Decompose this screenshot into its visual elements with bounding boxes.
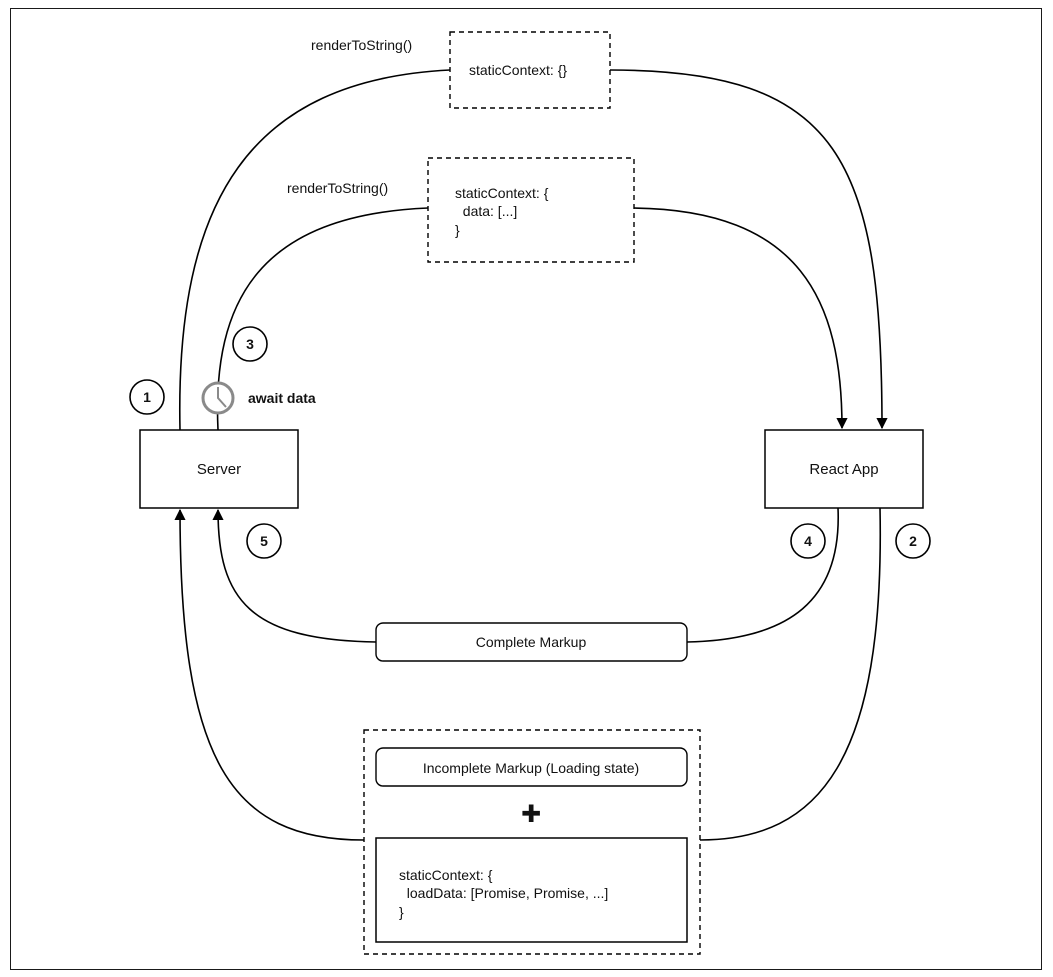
context-load-line-1: staticContext: { [399,867,493,883]
step-marker-3: 3 [232,326,268,362]
edge-server-to-data-context [216,207,429,431]
context-load-line-2: loadData: [Promise, Promise, ...] [399,885,608,901]
context-load-line-3: } [399,904,404,920]
edge-react-app-to-incomplete-bundle [699,507,882,841]
context-data-box: staticContext: { data: [...] } [427,157,635,263]
svg-text:3: 3 [246,336,254,352]
context-empty-box: staticContext: {} [449,31,611,109]
complete-markup-label: Complete Markup [476,634,587,650]
step-marker-1: 1 [129,379,165,415]
incomplete-markup-pill [375,747,688,787]
edge-data-context-to-react-app [633,207,848,430]
edge-server-to-empty-context [178,69,451,431]
step-marker-2: 2 [895,523,931,559]
svg-text:2: 2 [909,533,917,549]
step-marker-5: 5 [246,523,282,559]
svg-text:4: 4 [804,533,812,549]
context-data-line-2: data: [...] [455,203,517,219]
svg-text:5: 5 [260,533,268,549]
edge-incomplete-bundle-to-server [174,508,365,841]
edge-react-app-to-complete-markup [686,507,839,643]
incomplete-bundle-box: Incomplete Markup (Loading state) ✚ stat… [363,729,701,955]
context-empty-text: staticContext: {} [469,62,567,78]
context-data-line-3: } [455,222,460,238]
edge-complete-markup-to-server [212,508,377,643]
server-node: Server [139,429,299,509]
complete-markup-box: Complete Markup [375,622,688,662]
clock-icon [201,381,235,415]
context-data-line-1: staticContext: { [455,185,549,201]
incomplete-markup-label: Incomplete Markup (Loading state) [423,760,639,776]
react-app-label: React App [809,461,878,478]
edge-empty-context-to-react-app [609,69,888,430]
context-load-box [375,837,688,943]
step-marker-4: 4 [790,523,826,559]
plus-icon: ✚ [521,801,541,828]
react-app-node: React App [764,429,924,509]
await-data-label: await data [248,390,316,406]
server-label: Server [197,461,241,478]
render-to-string-label-2: renderToString() [287,180,388,196]
render-to-string-label-1: renderToString() [311,37,412,53]
svg-text:1: 1 [143,389,151,405]
